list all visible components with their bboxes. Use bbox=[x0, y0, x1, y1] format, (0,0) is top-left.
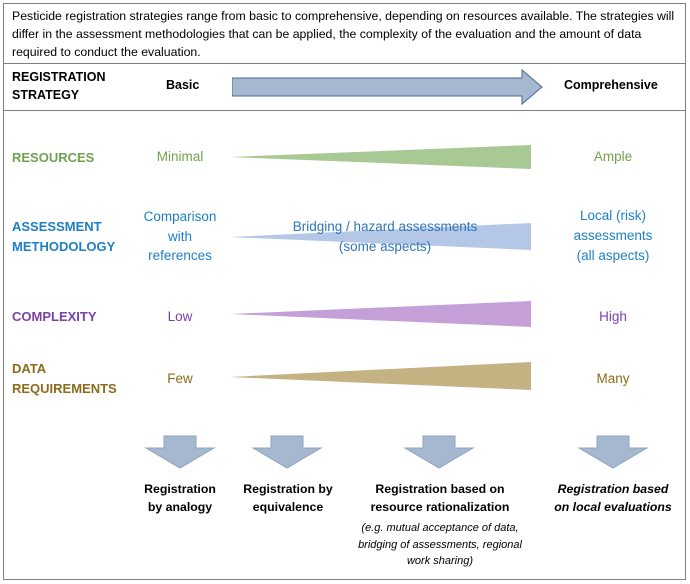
assessment-right-value: Local (risk) assessments (all aspects) bbox=[573, 208, 653, 263]
down-arrow-equivalence bbox=[251, 435, 323, 469]
basic-label: Basic bbox=[166, 78, 200, 92]
comprehensive-label: Comprehensive bbox=[564, 78, 658, 92]
outcome-rationalization: Registration based on resource rationali… bbox=[370, 482, 510, 514]
down-arrow-local-evaluations bbox=[577, 435, 649, 469]
data-requirements-wedge bbox=[230, 362, 531, 390]
outcome-equivalence: Registration by equivalence bbox=[243, 482, 333, 514]
registration-label-line2: STRATEGY bbox=[12, 88, 80, 102]
outcome-analogy: Registration by analogy bbox=[144, 482, 216, 514]
basic-to-comprehensive-arrow bbox=[232, 69, 543, 106]
assessment-wedge bbox=[230, 223, 531, 250]
registration-label-line1: REGISTRATION bbox=[12, 70, 106, 84]
complexity-left-value: Low bbox=[167, 309, 193, 324]
registration-strategy-label: REGISTRATION STRATEGY bbox=[12, 68, 106, 104]
row-label-data-requirements: DATA REQUIREMENTS bbox=[12, 361, 117, 396]
assessment-left-value: Comparison with references bbox=[143, 209, 217, 263]
resources-right-value: Ample bbox=[593, 149, 633, 164]
resources-left-value: Minimal bbox=[156, 149, 204, 164]
row-label-assessment-methodology: ASSESSMENT METHODOLOGY bbox=[12, 219, 116, 254]
down-arrow-analogy bbox=[144, 435, 216, 469]
row-label-resources: RESOURCES bbox=[12, 150, 95, 165]
outcome-rationalization-note: (e.g. mutual acceptance of data, bridgin… bbox=[358, 522, 522, 567]
data-left-value: Few bbox=[167, 371, 193, 386]
assessment-middle-text: Bridging / hazard assessments (some aspe… bbox=[292, 219, 478, 254]
complexity-wedge bbox=[230, 301, 531, 327]
intro-text: Pesticide registration strategies range … bbox=[12, 9, 675, 59]
down-arrow-rationalization bbox=[403, 435, 475, 469]
resources-wedge bbox=[230, 145, 531, 169]
outcome-local-evaluations: Registration based on local evaluations bbox=[554, 482, 672, 514]
header-row: REGISTRATION STRATEGY Basic Comprehensiv… bbox=[4, 63, 685, 111]
complexity-right-value: High bbox=[599, 309, 627, 324]
diagram-frame bbox=[3, 3, 686, 580]
row-label-complexity: COMPLEXITY bbox=[12, 309, 97, 324]
data-right-value: Many bbox=[596, 371, 630, 386]
